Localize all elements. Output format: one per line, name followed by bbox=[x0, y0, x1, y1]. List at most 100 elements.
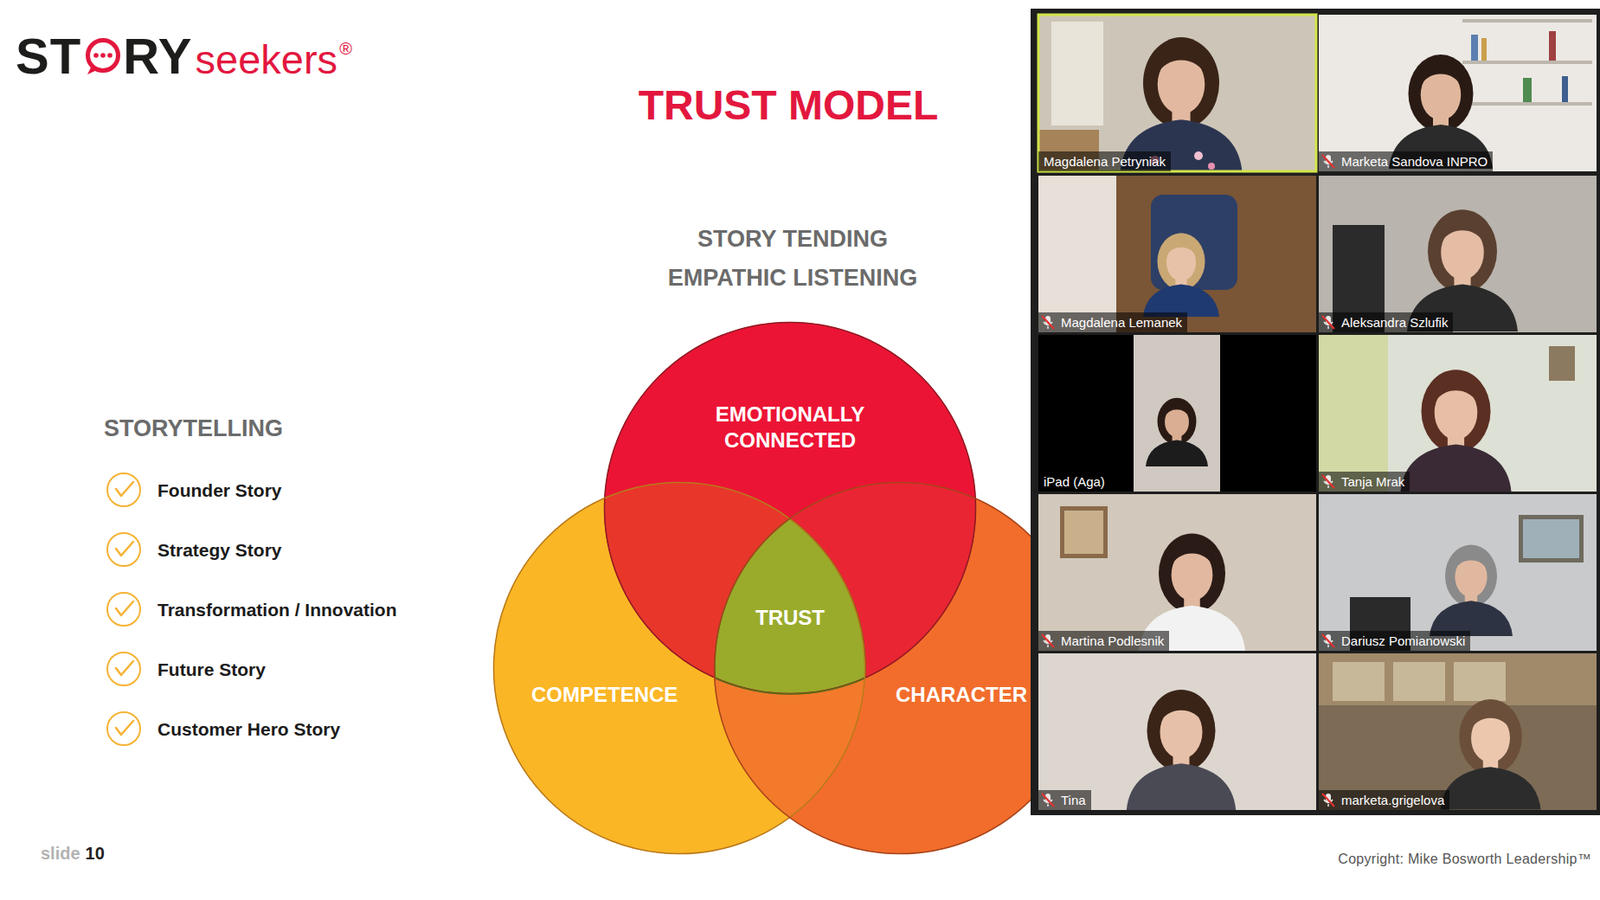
node-outline bbox=[493, 481, 866, 855]
artwork-part bbox=[1522, 77, 1532, 103]
lens-outline bbox=[714, 518, 866, 694]
participant-name: Dariusz Pomianowski bbox=[1337, 630, 1471, 651]
checklist-item: Founder Story bbox=[157, 481, 283, 500]
logo-text: RY bbox=[122, 27, 193, 84]
artwork-part bbox=[107, 473, 141, 507]
node-label: CHARACTER bbox=[895, 681, 1028, 708]
artwork-part bbox=[1038, 790, 1058, 810]
artwork-part bbox=[1462, 102, 1593, 106]
circle-outline bbox=[714, 482, 1032, 855]
video-panel bbox=[1030, 8, 1600, 816]
artwork-part bbox=[1440, 699, 1542, 810]
slide-label: slide bbox=[40, 844, 81, 862]
participant-name: Tanja Mrak bbox=[1337, 471, 1410, 492]
artwork-part bbox=[107, 592, 141, 626]
participant-name: Magdalena Lemanek bbox=[1057, 312, 1188, 333]
artwork-part bbox=[1194, 151, 1203, 161]
artwork-part bbox=[713, 481, 1086, 855]
artwork-part bbox=[1318, 151, 1338, 172]
section-heading: EMPATHIC LISTENING bbox=[619, 266, 966, 290]
logo-slot: seekers bbox=[192, 38, 339, 80]
checklist-item: Customer Hero Story bbox=[157, 719, 341, 739]
artwork-part bbox=[1126, 689, 1236, 810]
logo-slot: ® bbox=[339, 39, 353, 58]
circle-outline bbox=[494, 482, 866, 855]
node-outline bbox=[604, 321, 977, 694]
logo-bubble bbox=[82, 36, 123, 77]
artwork-part bbox=[1318, 175, 1597, 333]
venn-circle: COMPETENCE bbox=[493, 481, 866, 855]
node-label: TRUST bbox=[755, 604, 825, 631]
artwork-part bbox=[1038, 175, 1317, 333]
artwork-part bbox=[1038, 14, 1317, 172]
artwork-part bbox=[1038, 14, 1317, 172]
section-heading: STORY TENDING bbox=[619, 227, 966, 251]
artwork-part bbox=[1318, 494, 1597, 651]
circle-outline bbox=[604, 322, 977, 694]
section-heading: STORYTELLING bbox=[103, 417, 283, 441]
artwork-part bbox=[1318, 312, 1338, 333]
artwork-part bbox=[107, 533, 141, 566]
slide-number: slide10 bbox=[40, 844, 105, 862]
logo-slot: ST bbox=[15, 31, 82, 82]
artwork-part bbox=[1038, 494, 1317, 651]
participant-name: marketa.grigelova bbox=[1337, 790, 1450, 810]
artwork-part bbox=[1429, 544, 1513, 637]
checklist-item: Strategy Story bbox=[157, 540, 283, 560]
artwork-part bbox=[713, 481, 1086, 855]
artwork-part bbox=[1462, 60, 1593, 65]
artwork-part bbox=[1038, 630, 1058, 651]
participant-name: Marketa Sandova INPRO bbox=[1337, 151, 1493, 172]
venn-circle: EMOTIONALLY CONNECTED bbox=[604, 321, 977, 694]
trust-intersection: TRUST bbox=[714, 518, 866, 694]
artwork-part bbox=[1133, 334, 1221, 492]
artwork-part bbox=[713, 481, 1086, 855]
artwork-part bbox=[1400, 369, 1512, 492]
slide-title: TRUST MODEL bbox=[528, 84, 1048, 127]
artwork-part bbox=[1145, 398, 1209, 467]
artwork-part bbox=[1038, 175, 1117, 333]
artwork-part bbox=[1453, 661, 1506, 701]
artwork-part bbox=[1208, 162, 1215, 170]
slide-number-value: 10 bbox=[85, 844, 105, 862]
node-outline bbox=[713, 481, 1086, 855]
node-label: COMPETENCE bbox=[531, 681, 678, 708]
artwork-part bbox=[1481, 38, 1487, 61]
artwork-part bbox=[1318, 653, 1597, 706]
artwork-part bbox=[1393, 661, 1446, 701]
brand-logo: ST RY seekers ® bbox=[15, 31, 353, 82]
artwork-part bbox=[1318, 471, 1338, 492]
artwork-part bbox=[1518, 514, 1584, 563]
artwork-part bbox=[1060, 506, 1108, 559]
artwork-part bbox=[714, 518, 866, 694]
artwork-part bbox=[1471, 34, 1478, 61]
artwork-part bbox=[88, 40, 119, 71]
artwork-part bbox=[1462, 19, 1593, 23]
participant-name: Aleksandra Szlufik bbox=[1337, 312, 1453, 333]
artwork-part bbox=[1051, 21, 1104, 126]
artwork-part bbox=[1522, 519, 1580, 559]
artwork-part bbox=[1318, 14, 1597, 172]
participant-name: Tina bbox=[1057, 790, 1092, 810]
artwork-part bbox=[1318, 334, 1597, 492]
artwork-part bbox=[1318, 630, 1338, 651]
artwork-part bbox=[1548, 346, 1575, 381]
artwork-part bbox=[1038, 334, 1317, 492]
artwork-part bbox=[1561, 76, 1568, 103]
artwork-part bbox=[1318, 334, 1388, 492]
venn-circle: CHARACTER bbox=[713, 481, 1086, 855]
artwork-part bbox=[1318, 790, 1338, 810]
participant-name: Martina Podlesnik bbox=[1057, 630, 1170, 651]
artwork-part bbox=[1548, 31, 1556, 61]
artwork-part bbox=[1038, 312, 1058, 333]
artwork-part bbox=[1318, 653, 1597, 810]
artwork-part bbox=[107, 652, 141, 686]
logo-text: ST bbox=[15, 27, 82, 84]
checklist-item: Future Story bbox=[157, 660, 266, 679]
venn-fills bbox=[493, 321, 1086, 855]
artwork-part bbox=[100, 52, 106, 58]
checklist-item: Transformation / Innovation bbox=[157, 600, 398, 619]
logo-slot: RY bbox=[122, 31, 193, 82]
artwork-part bbox=[1064, 510, 1104, 554]
